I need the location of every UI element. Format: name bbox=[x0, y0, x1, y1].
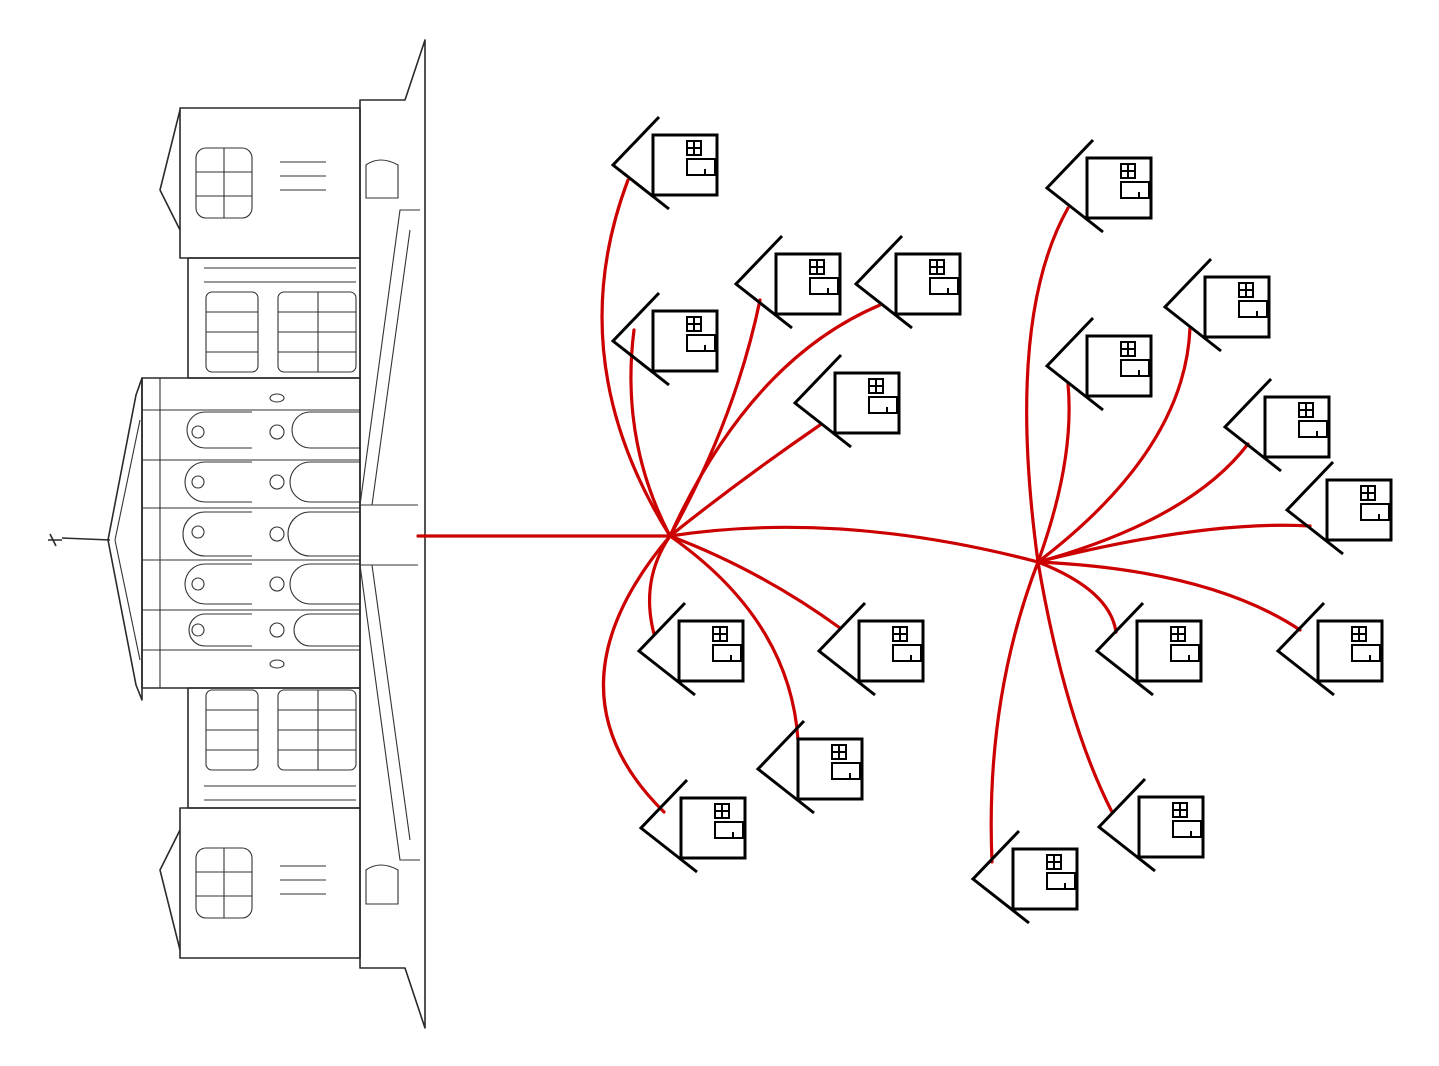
house-icon bbox=[638, 778, 747, 874]
house-icon bbox=[1275, 601, 1384, 697]
house-icon bbox=[1044, 138, 1153, 234]
connection-wires bbox=[416, 178, 1312, 864]
house-icon bbox=[853, 234, 962, 330]
wire-17 bbox=[1036, 560, 1118, 634]
house-icon bbox=[1094, 601, 1203, 697]
wire-2 bbox=[668, 525, 1040, 564]
house-icon bbox=[1044, 316, 1153, 412]
wire-19 bbox=[1036, 560, 1114, 814]
house-icon bbox=[1222, 377, 1331, 473]
wire-12 bbox=[1025, 206, 1070, 564]
wire-6 bbox=[668, 303, 882, 538]
wire-15 bbox=[1036, 442, 1250, 564]
wire-18 bbox=[1036, 560, 1302, 632]
wire-7 bbox=[668, 423, 822, 538]
wire-11 bbox=[668, 534, 842, 630]
wire-10 bbox=[668, 534, 800, 742]
house-icon bbox=[816, 601, 925, 697]
house-icon bbox=[610, 115, 719, 211]
house-icon bbox=[792, 353, 901, 449]
wire-14 bbox=[1036, 326, 1192, 564]
house-icon bbox=[636, 601, 745, 697]
houses-group bbox=[610, 115, 1393, 925]
wire-13 bbox=[1036, 382, 1071, 564]
wire-3 bbox=[600, 178, 672, 538]
house-icon bbox=[1162, 257, 1271, 353]
wire-9 bbox=[601, 534, 672, 814]
house-icon bbox=[1096, 777, 1205, 873]
wire-16 bbox=[1036, 523, 1312, 564]
house-icon bbox=[970, 829, 1079, 925]
house-icon bbox=[610, 291, 719, 387]
house-icon bbox=[755, 719, 864, 815]
house-icon bbox=[1284, 460, 1393, 556]
wire-20 bbox=[989, 560, 1040, 864]
palace-building-icon bbox=[48, 39, 426, 1029]
house-icon bbox=[733, 234, 842, 330]
